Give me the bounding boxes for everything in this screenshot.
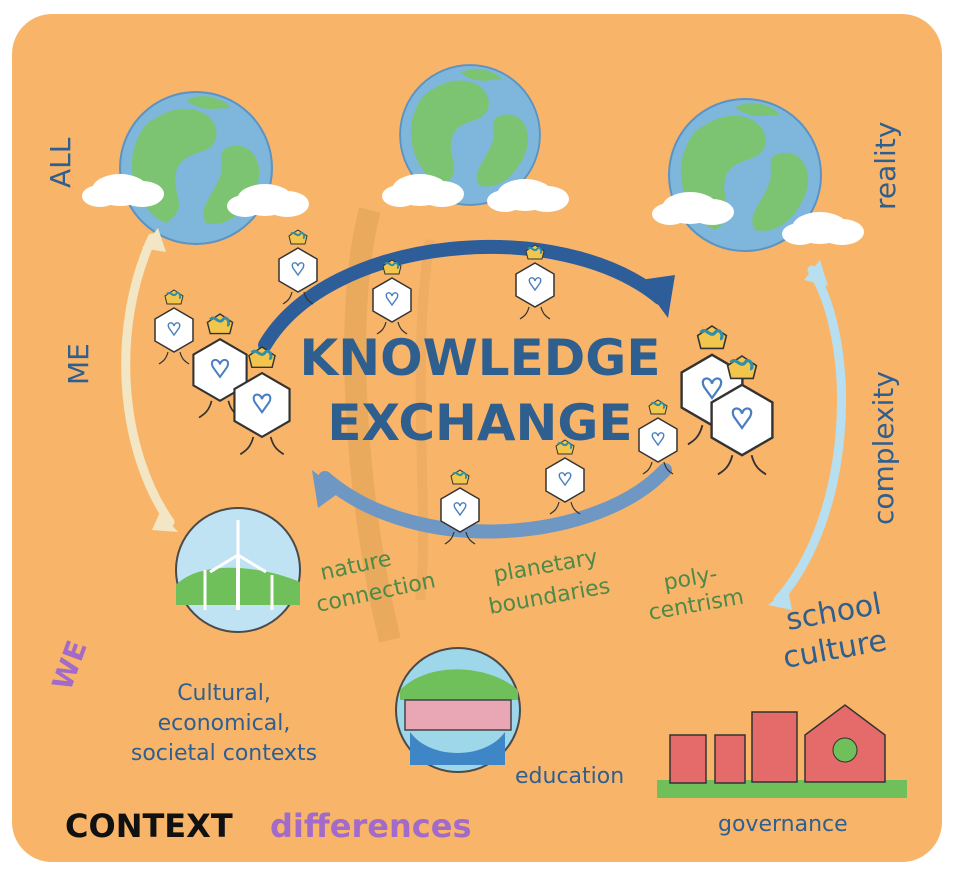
label-me: ME xyxy=(62,343,95,385)
label-all: ALL xyxy=(44,137,77,188)
label-complexity: complexity xyxy=(867,371,900,525)
faint-curve xyxy=(415,239,435,601)
arrow-bottom xyxy=(318,463,672,539)
arrow-left xyxy=(121,233,175,527)
label-education: education xyxy=(515,764,624,789)
arrow-top-head xyxy=(640,275,675,318)
dam-icon xyxy=(395,647,521,773)
wind-turbine-icon xyxy=(175,507,301,633)
factory-icon xyxy=(657,704,907,798)
title-line-1: KNOWLEDGE xyxy=(300,329,661,387)
arrow-right-tail-head xyxy=(768,590,792,610)
label-contexts-1: Cultural, xyxy=(177,681,271,706)
faint-vertical-arrow xyxy=(344,207,401,643)
label-contexts-2: economical, xyxy=(158,711,291,736)
arrow-top xyxy=(258,240,667,352)
arrow-right xyxy=(773,265,847,605)
arrow-bottom-head xyxy=(312,470,340,508)
arrow-left-tail-head xyxy=(152,512,178,532)
label-reality: reality xyxy=(869,122,902,210)
label-governance: governance xyxy=(718,812,848,837)
earth-globe-icon xyxy=(119,91,273,245)
arrow-right-head xyxy=(804,260,828,286)
label-contexts-3: societal contexts xyxy=(131,741,317,766)
label-differences: differences xyxy=(270,807,471,845)
title-line-2: EXCHANGE xyxy=(327,394,632,452)
label-context: CONTEXT xyxy=(65,807,233,845)
arrow-left-head xyxy=(142,228,166,252)
